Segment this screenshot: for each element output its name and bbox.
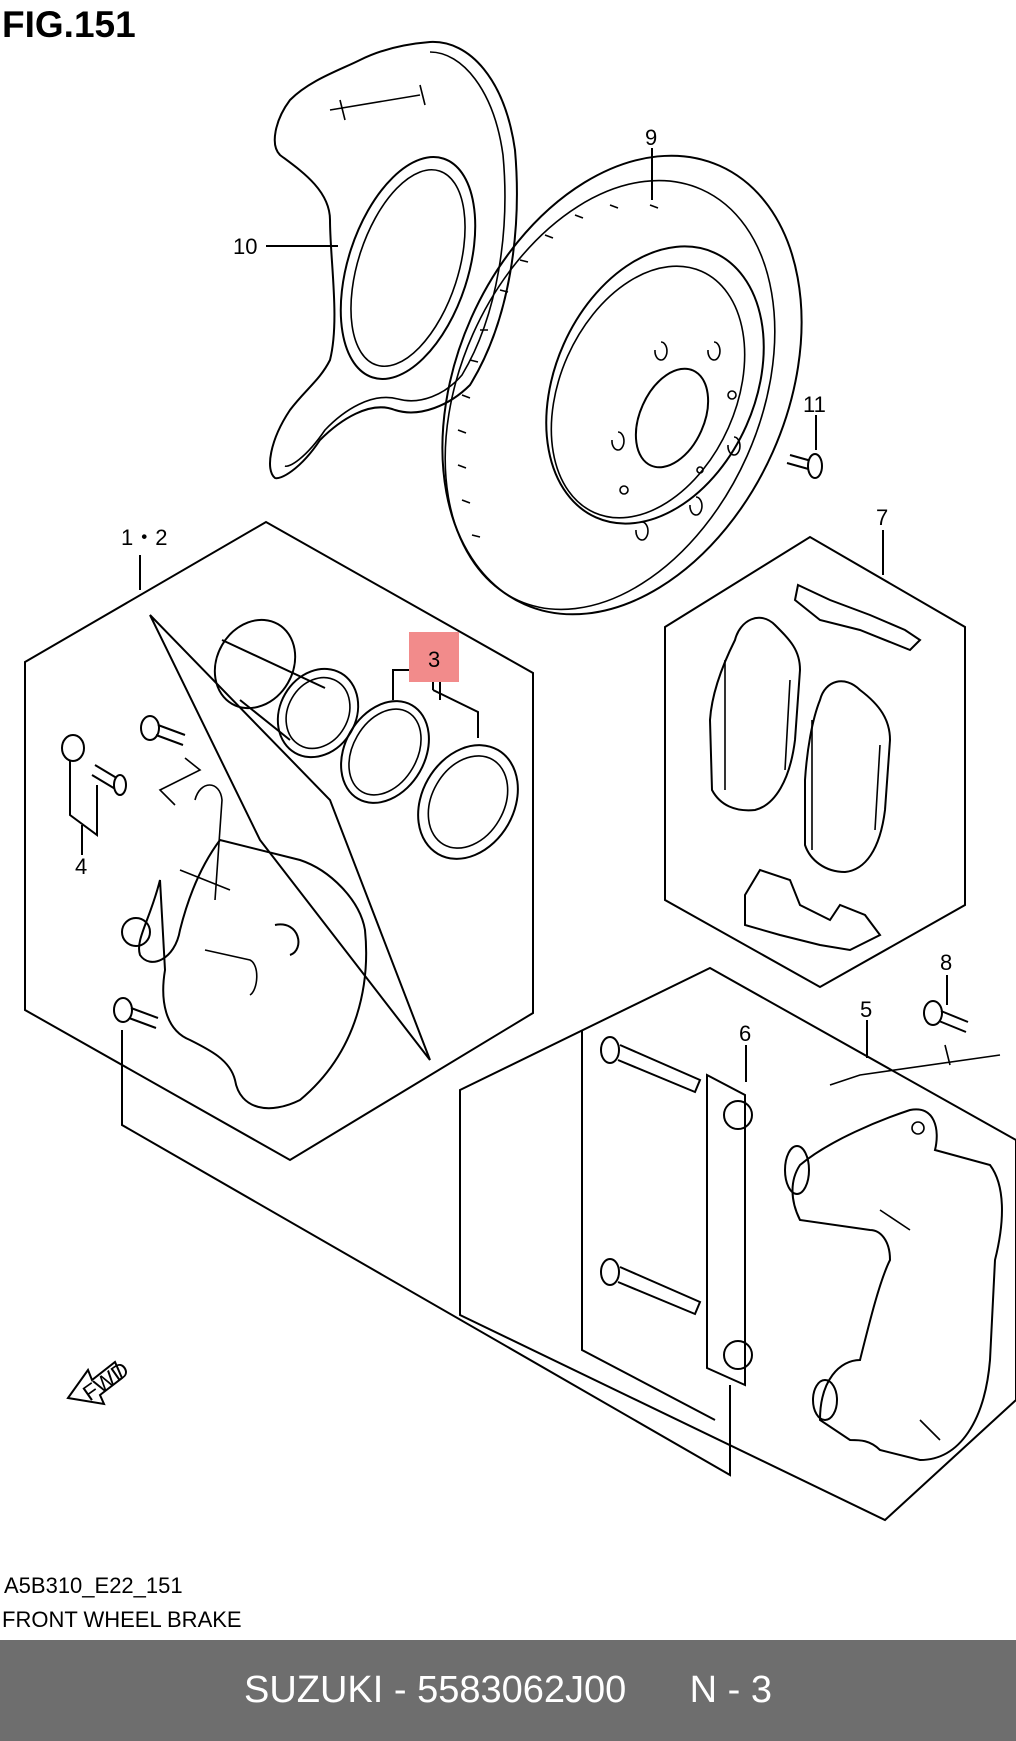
brake-disc-part[interactable] xyxy=(374,99,871,672)
caliper-bolt-part[interactable] xyxy=(113,715,202,1029)
callout-3-highlight xyxy=(409,632,459,682)
diagram-caption: FRONT WHEEL BRAKE xyxy=(2,1607,242,1632)
carrier-bolt-part[interactable] xyxy=(829,1000,1001,1086)
guide-pin-panel xyxy=(581,1030,747,1421)
figure-title: FIG.151 xyxy=(2,4,136,45)
caliper-assembly-panel xyxy=(24,520,534,1162)
callout-10: 10 xyxy=(233,234,257,259)
seal-kit-part[interactable] xyxy=(323,669,537,877)
brake-pad-part[interactable] xyxy=(708,616,892,874)
callout-3: 3 xyxy=(428,647,440,672)
footer-position: N - 3 xyxy=(689,1669,773,1711)
dust-shield-part[interactable] xyxy=(269,40,518,480)
callout-9: 9 xyxy=(645,125,657,150)
part-footer-bar: SUZUKI - 5583062J00 N - 3 xyxy=(0,1640,1016,1741)
caliper-body-part[interactable] xyxy=(121,614,431,1110)
pad-shim-part[interactable] xyxy=(744,583,922,952)
callout-4: 4 xyxy=(75,854,87,879)
fwd-label: FWD xyxy=(78,1357,133,1406)
bleeder-plug-part[interactable] xyxy=(61,734,127,855)
callout-6: 6 xyxy=(739,1021,751,1046)
guide-pin-part[interactable] xyxy=(600,1036,753,1370)
callout-11: 11 xyxy=(803,392,826,417)
footer-brand-part-number: SUZUKI - 5583062J00 xyxy=(243,1669,627,1711)
callout-1-2: 1・2 xyxy=(121,525,167,550)
caliper-carrier-panel xyxy=(459,966,1016,1522)
footer-spacer xyxy=(626,1669,689,1712)
screw-part[interactable] xyxy=(786,453,823,479)
leader-lines xyxy=(121,148,948,1477)
fwd-arrow-icon: FWD xyxy=(66,1357,134,1406)
brake-pad-panel xyxy=(664,530,966,989)
caliper-piston-part[interactable] xyxy=(199,605,374,772)
diagram-code: A5B310_E22_151 xyxy=(4,1573,183,1598)
callout-7: 7 xyxy=(876,505,888,530)
callout-5: 5 xyxy=(860,997,872,1022)
caliper-carrier-part[interactable] xyxy=(784,1108,1003,1462)
callout-8: 8 xyxy=(940,950,952,975)
